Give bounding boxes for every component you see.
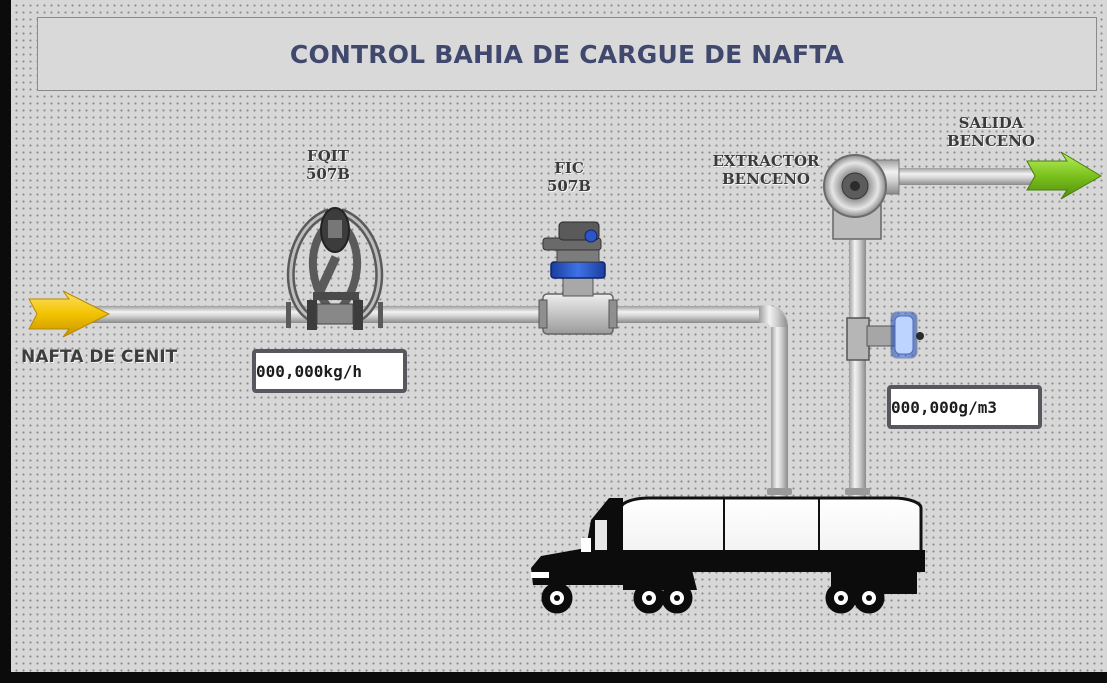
density-transmitter-icon[interactable] [846,311,924,361]
tanker-truck-icon [531,496,925,614]
extractor-label-line1: EXTRACTOR [712,152,820,170]
outlet-label-line1: SALIDA [958,114,1024,132]
fqit-tag-line2: 507B [306,165,350,183]
outlet-label-line2: BENCENO [947,132,1035,150]
title-panel: CONTROL BAHIA DE CARGUE DE NAFTA [37,17,1097,91]
outlet-arrow-icon [1026,151,1102,200]
fqit-tag-line1: FQIT [307,147,349,165]
main-pipe [91,305,792,497]
process-diagram [28,151,1102,614]
extractor-label: EXTRACTOR BENCENO [701,152,831,188]
outlet-label: SALIDA BENCENO [939,114,1043,150]
fic-tag-line1: FIC [554,159,584,177]
coriolis-flowmeter-icon[interactable] [286,207,384,330]
control-valve-icon[interactable] [538,221,618,335]
fic-tag-line2: 507B [547,177,591,195]
fqit-tag: FQIT 507B [293,147,363,183]
inlet-arrow-icon [28,290,111,338]
extractor-fan-icon[interactable] [823,154,900,240]
density-value: 000,000g/m3 [891,397,997,417]
fic-tag: FIC 507B [539,159,599,195]
mass-flow-value: 000,000kg/h [256,361,362,381]
hmi-canvas: CONTROL BAHIA DE CARGUE DE NAFTA [11,0,1107,672]
mass-flow-readout[interactable]: 000,000kg/h [252,349,407,393]
page-title: CONTROL BAHIA DE CARGUE DE NAFTA [289,39,845,69]
inlet-label: NAFTA DE CENIT [21,347,178,367]
extractor-label-line2: BENCENO [722,170,810,188]
density-readout[interactable]: 000,000g/m3 [887,385,1042,429]
vapor-pipe [845,168,1036,498]
